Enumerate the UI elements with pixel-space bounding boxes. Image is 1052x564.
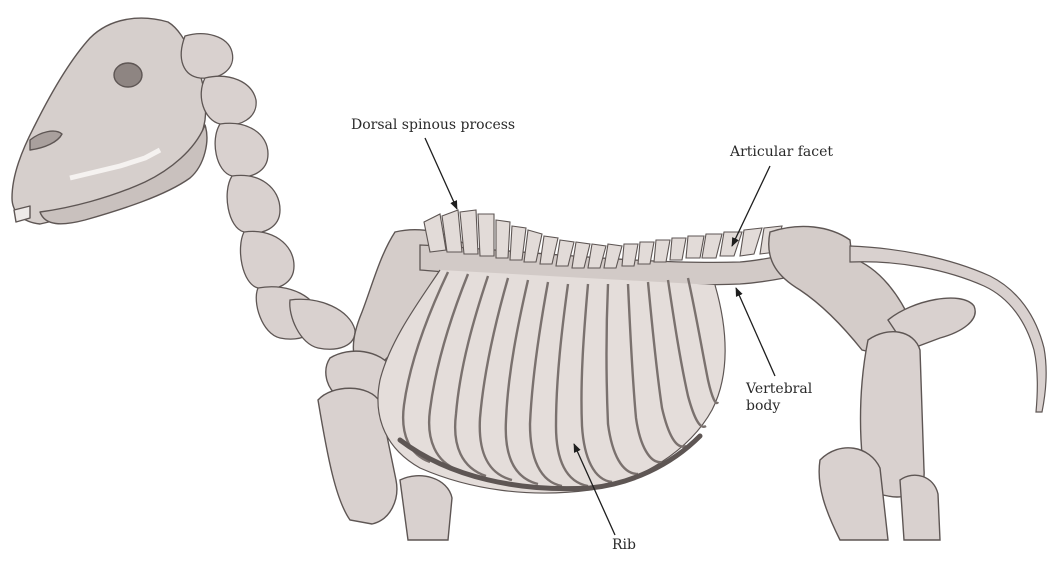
label-rib: Rib	[612, 537, 636, 554]
leader-vertebral-body	[736, 288, 775, 376]
eye-socket	[114, 63, 142, 87]
skull	[12, 18, 207, 224]
hind-leg	[819, 298, 975, 540]
label-vertebral-body-line1: Vertebral	[746, 381, 812, 398]
label-articular-facet: Articular facet	[730, 144, 833, 161]
label-dorsal-spinous-process: Dorsal spinous process	[351, 117, 515, 134]
leader-dorsal-spinous-process	[425, 138, 457, 209]
label-vertebral-body-line2: body	[746, 398, 812, 415]
cervical-vertebrae	[181, 34, 355, 349]
skull-cranium	[12, 18, 206, 224]
label-vertebral-body: Vertebral body	[746, 381, 812, 415]
ribcage	[378, 270, 725, 493]
